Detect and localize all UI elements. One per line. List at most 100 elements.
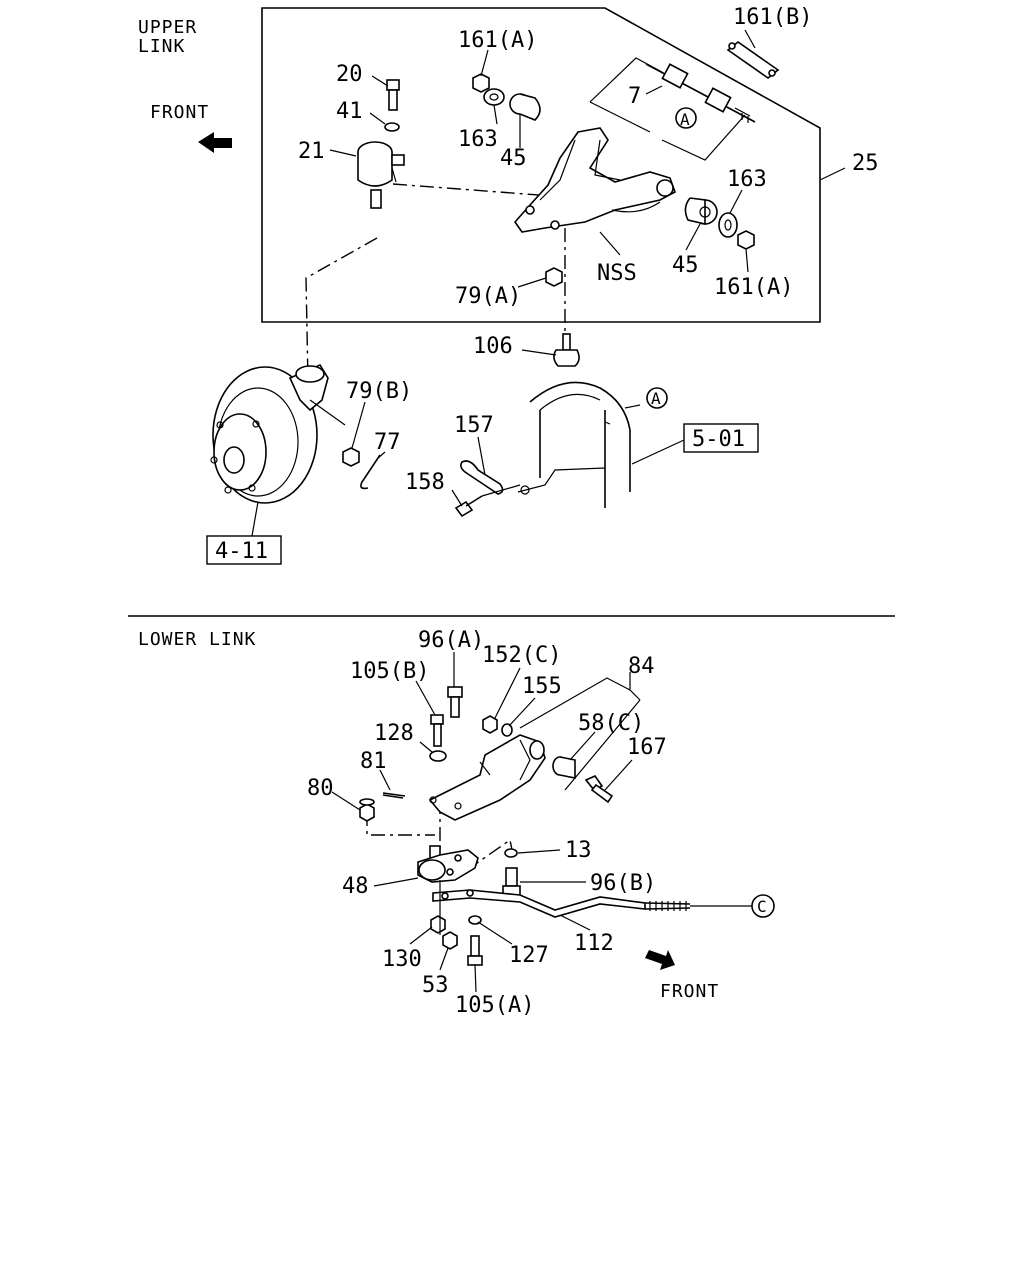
label-nss: NSS <box>597 261 637 286</box>
upper-section-title-line1: UPPER <box>138 17 197 38</box>
part-41-washer <box>384 122 400 132</box>
label-163-left: 163 <box>458 127 498 152</box>
part-161a-top-nut <box>472 73 490 93</box>
lower-front-arrow-icon <box>645 950 675 970</box>
label-84: 84 <box>628 654 655 679</box>
part-106-bumper <box>553 333 580 367</box>
part-96b-bolt <box>502 867 521 896</box>
part-45-right-bushing <box>684 197 718 226</box>
part-96a-bolt <box>447 686 463 718</box>
label-161a-right: 161(A) <box>714 275 793 300</box>
label-106: 106 <box>473 334 513 359</box>
lower-section-title: LOWER LINK <box>138 629 256 650</box>
upper-front-label: FRONT <box>150 102 209 123</box>
part-84-bracket <box>428 734 546 821</box>
label-152c: 152(C) <box>482 643 561 668</box>
svg-text:A: A <box>680 110 690 129</box>
label-161a-top: 161(A) <box>458 28 537 53</box>
label-163-right: 163 <box>727 167 767 192</box>
label-45-right: 45 <box>672 253 699 278</box>
label-77: 77 <box>374 430 401 455</box>
label-105a: 105(A) <box>455 993 534 1018</box>
label-45-left: 45 <box>500 146 527 171</box>
part-13-washer <box>504 848 518 858</box>
label-80: 80 <box>307 776 334 801</box>
label-41: 41 <box>336 99 363 124</box>
label-96a: 96(A) <box>418 628 484 653</box>
label-105b: 105(B) <box>350 659 429 684</box>
lower-leader-lines <box>331 652 752 993</box>
label-48: 48 <box>342 874 369 899</box>
svg-text:C: C <box>757 897 767 916</box>
upper-section-title-line2: LINK <box>138 36 185 57</box>
lower-link-section: LOWER LINK <box>138 628 775 1018</box>
centerline-upper-bracket <box>392 183 553 197</box>
part-21-ball-joint <box>357 141 405 209</box>
steering-knuckle-hub <box>210 363 346 504</box>
part-53-nut <box>442 931 458 950</box>
ref-box-4-11[interactable]: 4-11 <box>206 535 282 565</box>
part-155-washer <box>501 723 513 737</box>
label-79b: 79(B) <box>346 379 412 404</box>
part-80-nut <box>359 798 375 822</box>
label-25: 25 <box>852 151 879 176</box>
centerline-lower-bolt <box>466 838 513 871</box>
label-158: 158 <box>405 470 445 495</box>
frame-5-01 <box>517 381 631 508</box>
label-20: 20 <box>336 62 363 87</box>
circle-a-marker-2: A <box>646 387 668 409</box>
part-105b-bolt <box>430 714 444 747</box>
part-79b-nut <box>342 447 360 467</box>
label-157: 157 <box>454 413 494 438</box>
upper-front-arrow-icon <box>198 132 232 153</box>
part-20-bolt <box>386 79 400 111</box>
label-161b: 161(B) <box>733 5 812 30</box>
svg-text:4-11: 4-11 <box>215 539 268 564</box>
label-128: 128 <box>374 721 414 746</box>
part-81-cotter-pin <box>382 792 406 799</box>
lower-front-label: FRONT <box>660 981 719 1002</box>
label-130: 130 <box>382 947 422 972</box>
upper-leader-lines <box>251 29 846 537</box>
part-77-cotter-pin <box>360 454 381 490</box>
label-155: 155 <box>522 674 562 699</box>
label-7: 7 <box>628 84 641 109</box>
part-58c-bushing <box>552 756 576 779</box>
part-48-ball-joint <box>417 845 479 883</box>
centerline-lower-ball-joint <box>366 812 435 836</box>
label-81: 81 <box>360 749 387 774</box>
part-152c-nut <box>482 715 498 734</box>
upper-control-arm <box>513 127 676 233</box>
upper-link-section: UPPER LINK FRONT <box>138 5 879 565</box>
centerline-ball-joint <box>305 237 378 383</box>
bracket-84 <box>519 677 641 791</box>
part-167-bolt <box>584 775 614 804</box>
svg-text:5-01: 5-01 <box>692 427 745 452</box>
part-128-washer <box>429 750 447 762</box>
part-161a-right-nut <box>737 230 755 250</box>
part-163-left-washer <box>483 88 505 106</box>
label-96b: 96(B) <box>590 871 656 896</box>
label-21: 21 <box>298 139 325 164</box>
label-79a: 79(A) <box>455 284 521 309</box>
label-13: 13 <box>565 838 592 863</box>
part-112-rod <box>432 889 691 918</box>
part-157-link <box>460 460 504 495</box>
label-58c: 58(C) <box>578 711 644 736</box>
circle-c-marker: C <box>751 894 775 918</box>
svg-text:A: A <box>651 389 661 408</box>
label-112: 112 <box>574 931 614 956</box>
part-163-right-washer <box>718 212 738 238</box>
part-79a-nut <box>545 267 563 287</box>
part-105a-bolt <box>467 935 483 966</box>
assembly-25-frame <box>261 7 821 323</box>
part-130-nut <box>430 915 446 934</box>
circle-a-marker-1: A <box>675 107 697 129</box>
label-53: 53 <box>422 973 449 998</box>
label-127: 127 <box>509 943 549 968</box>
part-161b <box>726 41 780 79</box>
ref-box-5-01[interactable]: 5-01 <box>683 423 759 453</box>
part-158-bolt <box>454 484 521 518</box>
part-7-shaft <box>645 63 756 123</box>
